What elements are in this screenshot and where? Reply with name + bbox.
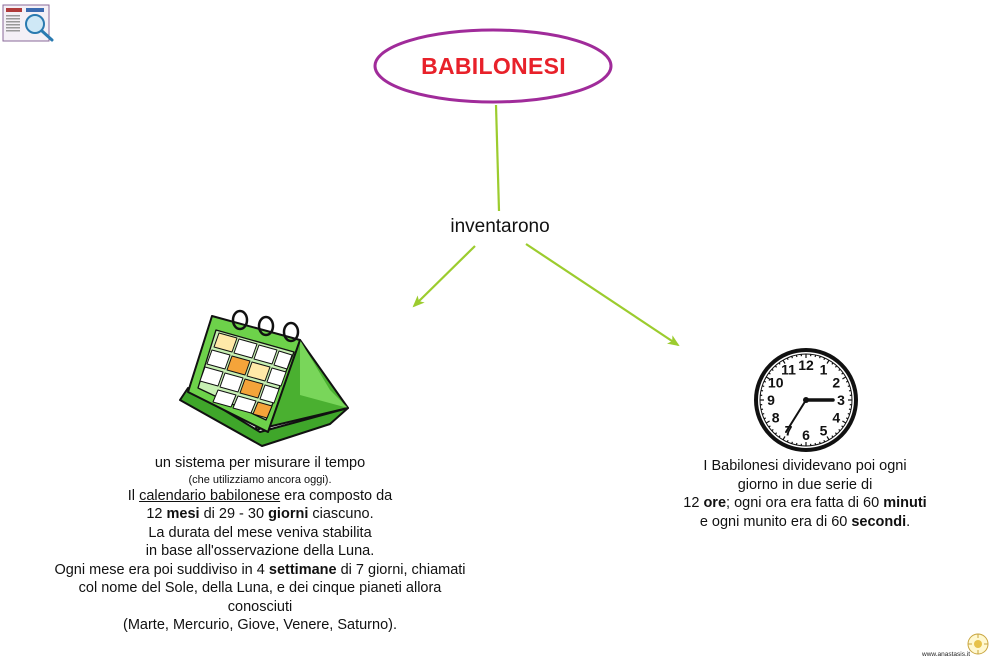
text-line: 12 mesi di 29 - 30 giorni ciascuno.	[146, 506, 374, 522]
clock-numeral: 7	[785, 422, 793, 438]
clock-tick	[841, 372, 844, 375]
clock-tick	[778, 362, 781, 365]
clock-numeral: 11	[781, 362, 796, 378]
clock-tick	[814, 442, 817, 446]
clock-tick	[823, 439, 826, 443]
clock-tick	[771, 368, 774, 372]
clock-tick	[760, 389, 764, 392]
clock-tick	[771, 428, 774, 432]
text-line: La durata del mese veniva stabilita	[148, 524, 372, 541]
arrow-to-calendar	[412, 245, 476, 308]
clock-tick	[848, 408, 852, 411]
clock-tick	[814, 354, 817, 358]
clock-tick	[791, 356, 793, 359]
anastasis-logo-icon[interactable]	[965, 632, 991, 656]
clock-tick	[819, 356, 821, 359]
clock-tick	[765, 420, 770, 424]
connector-title-link	[494, 104, 501, 212]
clock-tick	[826, 359, 830, 364]
clock-tick	[831, 435, 834, 438]
clock-tick	[768, 372, 771, 375]
keyword-secondi: secondi	[851, 513, 907, 530]
clock-tick	[774, 365, 778, 368]
keyword-mesi: mesi	[166, 506, 200, 522]
clock-tick	[834, 432, 838, 435]
clock-tick	[774, 432, 778, 435]
clock-tick	[847, 385, 850, 387]
clock-tick	[795, 442, 798, 446]
clock-tick	[795, 354, 798, 358]
clock-tick	[838, 368, 841, 372]
clock-numeral: 5	[820, 422, 828, 438]
clock-tick	[791, 441, 793, 444]
clock-numeral: 1	[820, 362, 828, 378]
text-line: col nome del Sole, della Luna, e dei cin…	[78, 580, 442, 596]
clock-numeral: 6	[802, 427, 810, 443]
clock-tick	[763, 417, 767, 420]
keyword-settimane: settimane	[268, 561, 337, 578]
text-line: e ogni munito era di 60 secondi.	[699, 513, 911, 530]
clock-tick	[786, 357, 789, 361]
clock-tick	[768, 425, 771, 428]
clock-tick	[842, 420, 847, 424]
text-line: in base all'osservazione della Luna.	[145, 543, 375, 559]
clock-tick	[762, 413, 765, 415]
clock-tick	[838, 428, 841, 432]
text-line-small: (che utilizziamo ancora oggi).	[188, 473, 332, 486]
link-word: inventarono	[450, 216, 550, 237]
clock-tick	[847, 413, 850, 415]
keyword-ore: ore	[703, 495, 727, 511]
text-line: (Marte, Mercurio, Giove, Venere, Saturno…	[123, 617, 397, 633]
text-line: Ogni mese era poi suddiviso in 4 settima…	[54, 561, 466, 578]
calendar-description: un sistema per misurare il tempo (che ut…	[15, 454, 505, 635]
clock-numeral: 3	[837, 392, 845, 408]
clock-tick	[765, 376, 770, 380]
keyword-minuti: minuti	[883, 495, 927, 511]
clock-tick	[831, 362, 834, 365]
clock-numeral: 8	[772, 410, 780, 426]
title-ellipse[interactable]	[373, 28, 613, 104]
clock-tick	[762, 385, 765, 387]
clock-tick	[786, 439, 789, 443]
clock-tick	[819, 441, 821, 444]
clock-tick	[782, 436, 786, 441]
clock-tick	[778, 435, 781, 438]
map-thumbnail-icon[interactable]	[2, 2, 58, 44]
clock-tick	[823, 357, 826, 361]
clock-tick	[848, 389, 852, 392]
clock-numeral: 10	[768, 375, 784, 391]
arrow-to-clock	[525, 243, 680, 347]
text-line: conosciuti	[227, 598, 293, 615]
text-line: giorno in due serie di	[737, 476, 873, 493]
clock-tick	[826, 436, 830, 441]
clock-tick	[763, 380, 767, 383]
clock-numeral: 9	[767, 392, 775, 408]
clock-numeral: 4	[832, 410, 840, 426]
text-line: I Babilonesi dividevano poi ogni	[703, 458, 907, 474]
clock-tick	[782, 359, 786, 364]
calendar-icon	[179, 309, 349, 447]
keyword-giorni: giorni	[268, 506, 309, 522]
clock-tick	[842, 376, 847, 380]
clock-tick	[845, 417, 849, 420]
keyword-babilonese: babilonese	[210, 487, 281, 504]
clock-tick	[834, 365, 838, 368]
text-line: un sistema per misurare il tempo	[154, 455, 366, 471]
clock-description: I Babilonesi dividevano poi ogni giorno …	[650, 457, 960, 531]
footer-url[interactable]: www.anastasis.it	[922, 651, 971, 658]
text-line: Il calendario babilonese era composto da	[127, 487, 393, 504]
clock-tick	[841, 425, 844, 428]
keyword-calendario: calendario	[139, 487, 210, 504]
clock-numeral: 12	[798, 357, 814, 373]
text-line: 12 ore; ogni ora era fatta di 60 minuti	[683, 495, 927, 511]
title-node[interactable]: BABILONESI	[421, 52, 566, 79]
clock-tick	[760, 408, 764, 411]
clock-numeral: 2	[832, 375, 840, 391]
clock-tick	[845, 380, 849, 383]
